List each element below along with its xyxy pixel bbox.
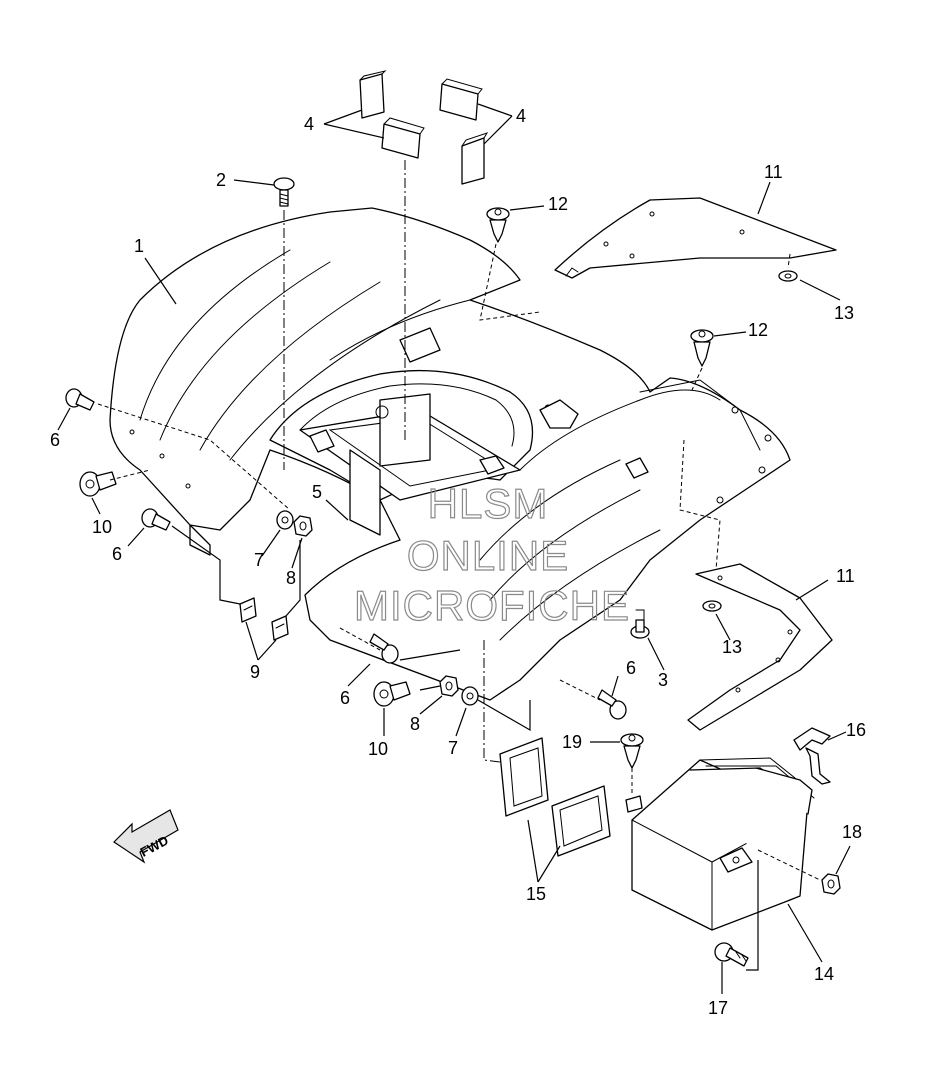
bolt-2 — [273, 177, 295, 207]
bracket-16 — [793, 727, 831, 785]
callout-17: 17 — [708, 998, 728, 1018]
pad-group-right — [439, 78, 489, 185]
callout-11-lower: 11 — [836, 566, 855, 586]
watermark-line1: HLSM — [428, 480, 549, 527]
nut-8-b — [439, 675, 459, 697]
callout-15: 15 — [526, 884, 546, 904]
callout-8-b: 8 — [410, 714, 420, 734]
washer-13-upper — [778, 270, 798, 282]
callout-8-a: 8 — [286, 568, 296, 588]
callout-6-c: 6 — [340, 688, 350, 708]
screw-3 — [630, 609, 650, 639]
rivet-10-b — [373, 681, 411, 707]
watermark: HLSM ONLINE MICROFICHE — [353, 479, 630, 629]
callout-13-lower: 13 — [722, 637, 742, 657]
callout-2: 2 — [216, 170, 226, 190]
callout-13-upper: 13 — [834, 303, 854, 323]
pad-group-left — [359, 70, 425, 159]
callout-16: 16 — [846, 720, 866, 740]
clip-12-upper — [486, 207, 510, 243]
flap-11-lower — [687, 563, 833, 731]
flap-11-upper — [554, 197, 837, 279]
clip-12-lower — [690, 329, 714, 367]
bolt-6-b — [141, 508, 171, 531]
callout-9: 9 — [250, 662, 260, 682]
rivet-10-a — [79, 471, 117, 497]
fwd-direction-arrow: FWD — [113, 809, 179, 864]
washer-13-lower — [702, 600, 722, 612]
nut-8-a — [293, 515, 313, 537]
callout-6-b: 6 — [112, 544, 122, 564]
callout-4-left: 4 — [304, 114, 314, 134]
watermark-line2: ONLINE — [407, 532, 569, 579]
callout-5: 5 — [312, 482, 322, 502]
callout-18: 18 — [842, 822, 862, 842]
leader-lines — [57, 103, 851, 994]
callout-3: 3 — [658, 670, 668, 690]
nut-18 — [821, 873, 841, 895]
callout-11-upper: 11 — [764, 162, 783, 182]
callout-12-upper: 12 — [548, 194, 568, 214]
callout-6-d: 6 — [626, 658, 636, 678]
clip-9-b — [271, 615, 289, 641]
callout-10-a: 10 — [92, 517, 112, 537]
reference-lines — [97, 160, 821, 971]
callout-14: 14 — [814, 964, 834, 984]
callout-10-b: 10 — [368, 739, 388, 759]
watermark-line3: MICROFICHE — [354, 582, 630, 629]
bolt-6-c — [369, 633, 399, 664]
clip-19 — [620, 733, 644, 769]
clip-9-a — [239, 597, 257, 623]
bolt-6-d — [597, 689, 627, 720]
callout-1: 1 — [134, 236, 144, 256]
callout-4-right: 4 — [516, 106, 526, 126]
washer-7-b — [461, 686, 479, 706]
callout-12-lower: 12 — [748, 320, 768, 340]
washer-7-a — [276, 510, 294, 530]
toolbox-14 — [625, 757, 815, 931]
bolt-17 — [714, 942, 749, 967]
callout-6-a: 6 — [50, 430, 60, 450]
callout-19: 19 — [562, 732, 582, 752]
callout-7-b: 7 — [448, 738, 458, 758]
pads-15 — [499, 737, 611, 857]
callouts: 1 2 4 4 12 12 11 13 11 13 5 6 6 6 6 10 1… — [50, 106, 866, 1018]
bolt-6-a — [65, 388, 95, 411]
callout-7-a: 7 — [254, 550, 264, 570]
